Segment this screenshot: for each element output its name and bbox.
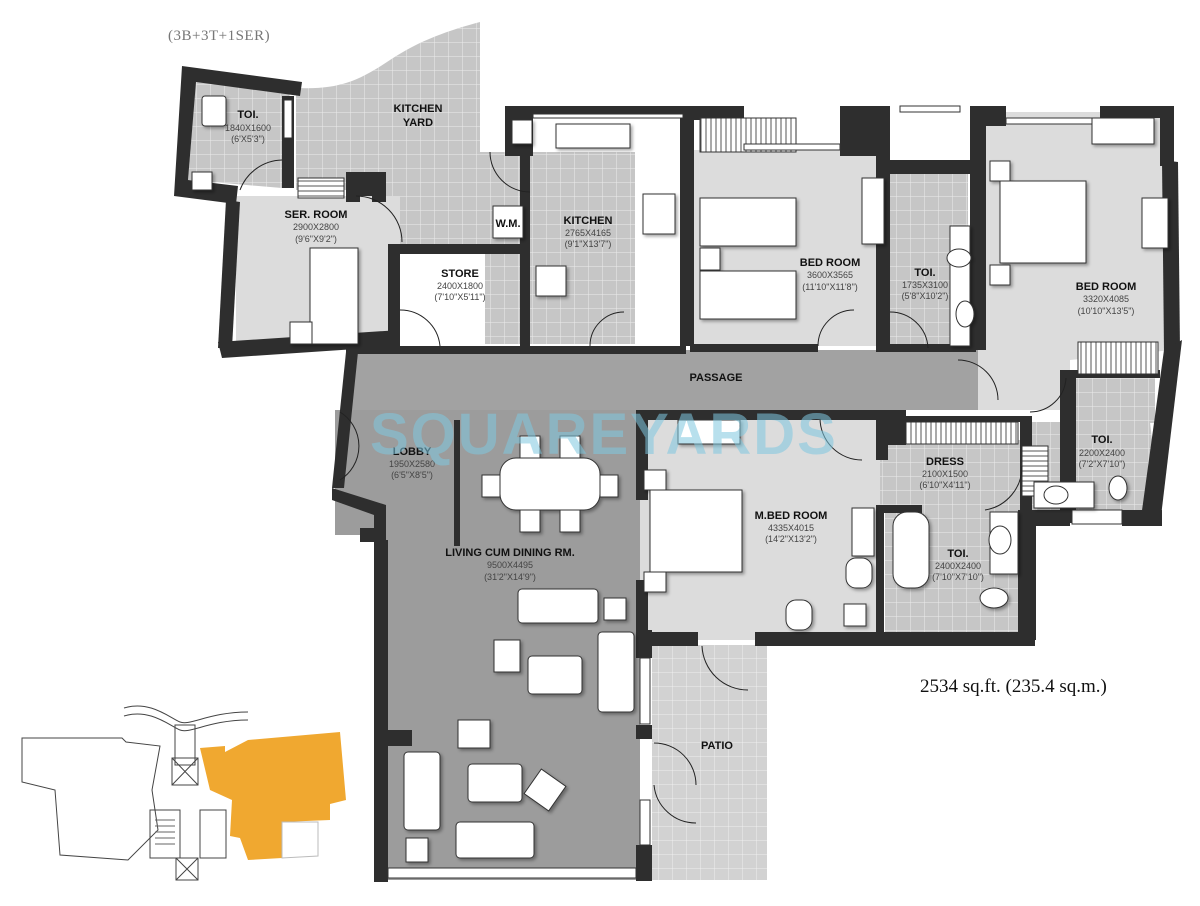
label-patio: PATIO — [701, 740, 733, 752]
kitchen-table — [535, 265, 567, 297]
svg-text:(31'2"X14'9"): (31'2"X14'9") — [484, 572, 536, 582]
svg-text:(6'10"X4'11"): (6'10"X4'11") — [919, 480, 970, 490]
bed-1b — [699, 270, 797, 320]
label-store: STORE — [441, 268, 479, 280]
dress-floor — [880, 440, 1020, 510]
svg-text:1840X1600: 1840X1600 — [225, 123, 271, 133]
label-toi-master: TOI. — [947, 548, 968, 560]
svg-text:2200X2400: 2200X2400 — [1079, 448, 1125, 458]
label-toi-2: TOI. — [1091, 434, 1112, 446]
svg-text:2400X2400: 2400X2400 — [935, 561, 981, 571]
master-bed — [649, 489, 743, 573]
bed-1a — [699, 197, 797, 247]
label-bed-room-1: BED ROOM — [800, 257, 861, 269]
label-ser-room: SER. ROOM — [285, 209, 348, 221]
svg-text:1950X2580: 1950X2580 — [389, 459, 435, 469]
bed-servant — [309, 247, 359, 345]
svg-text:2400X1800: 2400X1800 — [437, 281, 483, 291]
svg-text:2765X4165: 2765X4165 — [565, 228, 611, 238]
svg-text:(14'2"X13'2"): (14'2"X13'2") — [765, 534, 817, 544]
label-dress: DRESS — [926, 456, 964, 468]
svg-text:(7'10"X7'10"): (7'10"X7'10") — [932, 572, 984, 582]
svg-text:(6'X5'3"): (6'X5'3") — [231, 134, 265, 144]
svg-text:(9'1"X13'7"): (9'1"X13'7") — [565, 239, 612, 249]
bed-2 — [999, 180, 1087, 264]
svg-text:(11'10"X11'8"): (11'10"X11'8") — [802, 282, 858, 292]
desk-2 — [1091, 117, 1155, 145]
sofa-2 — [597, 631, 635, 713]
svg-text:4335X4015: 4335X4015 — [768, 523, 814, 533]
svg-text:(7'2"X7'10"): (7'2"X7'10") — [1079, 459, 1126, 469]
label-passage: PASSAGE — [690, 372, 743, 384]
label-lobby: LOBBY — [393, 446, 432, 458]
label-toi-servant: TOI. — [237, 109, 258, 121]
passage-floor — [350, 350, 960, 410]
label-kitchen-yard: KITCHEN — [394, 103, 443, 115]
total-area: 2534 sq.ft. (235.4 sq.m.) — [920, 676, 1107, 697]
desk-1 — [861, 177, 885, 245]
key-plan — [21, 705, 249, 881]
svg-text:YARD: YARD — [403, 117, 433, 129]
svg-text:(9'6"X9'2"): (9'6"X9'2") — [295, 234, 337, 244]
svg-text:9500X4495: 9500X4495 — [487, 560, 533, 570]
patio-floor — [652, 645, 767, 880]
sofa-4 — [455, 821, 535, 859]
master-desk — [677, 419, 741, 445]
coffee-table-2 — [467, 763, 523, 803]
label-wm: W.M. — [495, 218, 520, 230]
label-bed-room-2: BED ROOM — [1076, 281, 1137, 293]
svg-text:3320X4085: 3320X4085 — [1083, 294, 1129, 304]
label-m-bed-room: M.BED ROOM — [755, 510, 828, 522]
svg-text:(7'10"X5'11"): (7'10"X5'11") — [434, 292, 485, 302]
sofa-3 — [403, 751, 441, 831]
svg-text:1735X3100: 1735X3100 — [902, 280, 948, 290]
wc-servant — [201, 95, 227, 127]
svg-text:2900X2800: 2900X2800 — [293, 222, 339, 232]
watermark: SQUAREYARDS — [370, 402, 838, 467]
key-plan-highlighted-unit — [200, 732, 346, 860]
label-toi-1: TOI. — [914, 267, 935, 279]
bathtub — [892, 511, 930, 589]
svg-text:2100X1500: 2100X1500 — [922, 469, 968, 479]
svg-text:(6'5"X8'5"): (6'5"X8'5") — [391, 470, 433, 480]
unit-configuration: (3B+3T+1SER) — [168, 28, 271, 44]
label-kitchen: KITCHEN — [564, 215, 613, 227]
sofa-1 — [517, 588, 599, 624]
wm-box — [492, 205, 524, 239]
coffee-table-1 — [527, 655, 583, 695]
svg-text:(10'10"X13'5"): (10'10"X13'5") — [1078, 306, 1135, 316]
svg-text:3600X3565: 3600X3565 — [807, 270, 853, 280]
label-living-dining: LIVING CUM DINING RM. — [445, 547, 575, 559]
svg-text:(5'8"X10'2"): (5'8"X10'2") — [902, 291, 949, 301]
kitchen-yard-floor — [296, 22, 505, 250]
